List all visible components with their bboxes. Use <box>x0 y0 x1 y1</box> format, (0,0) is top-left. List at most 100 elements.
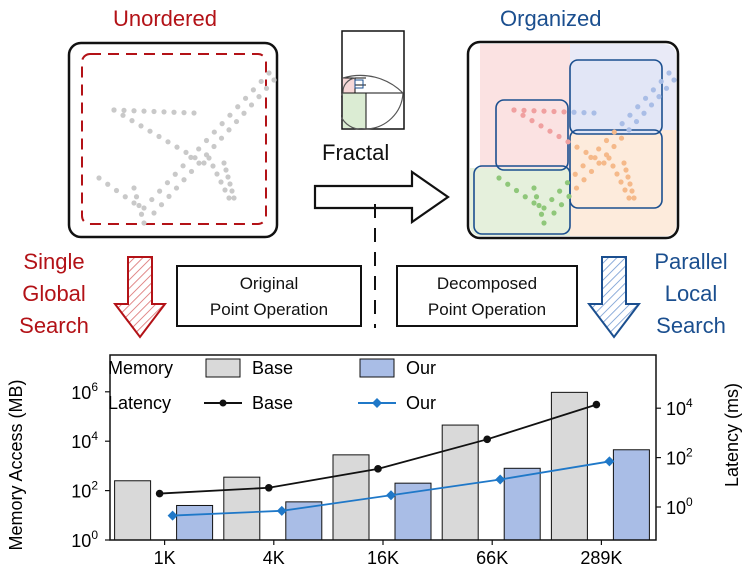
latency-our-point <box>386 490 396 501</box>
legend-base-bar-swatch <box>205 358 241 378</box>
point-dot <box>196 146 202 152</box>
y-right-tick-label: 100 <box>666 495 693 518</box>
point-dot <box>263 85 270 91</box>
point-dot <box>218 179 224 185</box>
point-dot <box>181 110 187 116</box>
point-dot <box>592 155 598 161</box>
point-dot <box>138 123 144 129</box>
point-dot <box>671 77 677 83</box>
point-dot <box>610 163 616 169</box>
y-left-tick-label: 106 <box>71 380 98 403</box>
point-dot <box>591 110 597 116</box>
point-dot <box>113 187 120 194</box>
point-dot <box>227 181 233 187</box>
latency-our-point <box>167 510 178 521</box>
point-dot <box>147 128 153 134</box>
point-dot <box>520 112 526 118</box>
legend-latency-label: Latency <box>108 393 171 413</box>
point-dot <box>226 127 232 133</box>
fractal-spiral-icon <box>341 30 405 131</box>
latency-our-point <box>276 505 287 516</box>
point-dot <box>574 144 580 150</box>
point-dot <box>250 87 256 93</box>
point-dot <box>626 127 632 133</box>
legend-latency-base: Base <box>252 393 293 413</box>
point-dot <box>188 168 195 175</box>
point-dot <box>557 188 563 194</box>
single-global-search-label: Single Global Search <box>4 246 104 342</box>
point-dot <box>183 149 189 155</box>
memory-our-bar <box>503 467 541 541</box>
global-word: Global <box>22 281 86 306</box>
point-dot <box>581 110 587 116</box>
y-left-tick-label: 100 <box>71 528 98 551</box>
point-dot <box>235 104 241 110</box>
point-dot <box>619 121 625 127</box>
point-dot <box>191 110 197 116</box>
point-dot <box>266 70 272 76</box>
unordered-title: Unordered <box>113 6 217 31</box>
point-dot <box>641 110 647 116</box>
y-axis-right-label: Latency (ms) <box>722 383 742 487</box>
point-dot <box>248 102 255 108</box>
point-dot <box>192 155 198 161</box>
point-dot <box>588 168 595 175</box>
plot-frame <box>109 354 657 541</box>
y-right-tick-label: 102 <box>666 446 693 469</box>
point-dot <box>158 202 165 208</box>
point-dot <box>521 107 527 113</box>
organized-point-cloud-panel <box>466 40 680 240</box>
point-dot <box>211 129 217 135</box>
memory-latency-chart: Memory Access (MB) Latency (ms) 10010210… <box>6 354 742 568</box>
latency-our-point <box>604 456 615 467</box>
point-dot <box>558 202 565 208</box>
point-dot <box>131 185 137 191</box>
point-dot <box>551 108 557 115</box>
point-dot <box>648 102 655 108</box>
point-dot <box>564 180 571 186</box>
point-dot <box>571 109 577 115</box>
point-dot <box>596 146 602 152</box>
y-left-tick-label: 102 <box>71 479 98 502</box>
point-dot <box>531 108 537 114</box>
latency-our-point <box>495 474 506 485</box>
point-dot <box>210 163 216 169</box>
point-dot <box>565 139 571 145</box>
point-dot <box>596 160 602 166</box>
point-dot <box>214 171 220 177</box>
point-dot <box>627 112 633 118</box>
point-dot <box>561 109 567 115</box>
point-dot <box>623 167 629 173</box>
point-dot <box>556 133 562 140</box>
point-dot <box>105 181 111 187</box>
legend-latency-our: Our <box>406 393 436 413</box>
point-dot <box>611 129 617 135</box>
original-point-operation-box: Original Point Operation <box>176 265 362 327</box>
red-down-arrow <box>112 256 168 339</box>
point-dot <box>219 121 225 127</box>
original-word: Original <box>239 274 299 293</box>
point-dot <box>149 196 155 203</box>
memory-base-bar <box>223 476 261 541</box>
point-dot <box>225 174 231 180</box>
point-dot <box>241 110 247 116</box>
point-dot <box>222 187 228 193</box>
point-dot <box>165 139 171 145</box>
point-dot <box>242 95 249 101</box>
point-dot <box>141 205 147 211</box>
latency-base-point <box>265 483 273 492</box>
point-dot <box>156 133 162 140</box>
search-word-right: Search <box>656 313 726 338</box>
latency-base-point <box>483 435 492 444</box>
point-dot <box>226 195 232 201</box>
point-dot <box>631 195 637 201</box>
point-dot <box>622 187 628 193</box>
point-dot <box>505 181 511 187</box>
point-dot <box>166 193 172 199</box>
point-dot <box>522 194 528 200</box>
point-dot <box>572 171 578 177</box>
point-dot <box>538 123 544 129</box>
point-dot <box>188 154 194 160</box>
point-dot <box>206 155 212 161</box>
point-dot <box>171 109 177 115</box>
